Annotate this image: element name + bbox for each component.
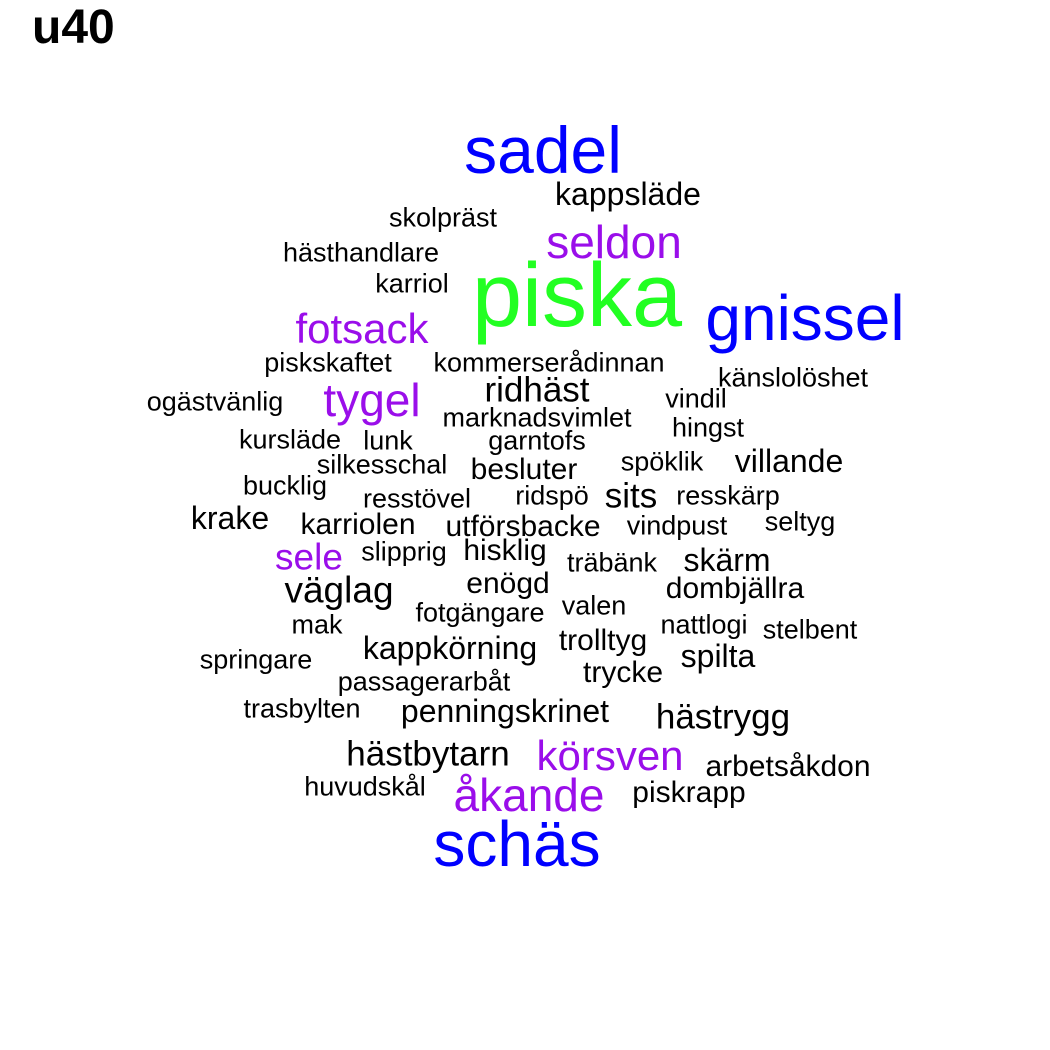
word: huvudskål (304, 771, 426, 802)
word: utförsbacke (445, 510, 601, 543)
word: väglag (284, 569, 394, 611)
word: karriolen (300, 508, 416, 541)
word: villande (734, 443, 844, 479)
word: slipprig (361, 536, 447, 567)
word: hästhandlare (282, 237, 440, 268)
word: hingst (671, 412, 745, 443)
word: kappsläde (555, 176, 701, 212)
word: träbänk (566, 547, 658, 578)
word: ridspö (515, 480, 589, 511)
word: tygel (323, 374, 421, 426)
word: schäs (433, 808, 601, 880)
word: trycke (582, 656, 664, 689)
word: karriol (375, 268, 449, 299)
word: valen (561, 590, 627, 621)
word: vindil (665, 383, 727, 414)
word: fotsack (295, 305, 429, 352)
word: kursläde (238, 424, 342, 455)
word: marknadsvimlet (442, 402, 632, 433)
word: sits (604, 476, 658, 516)
word: spöklik (620, 446, 704, 477)
word: sadel (464, 113, 622, 187)
word: hästbytarn (346, 734, 510, 774)
word: seltyg (764, 506, 836, 537)
word: lunk (363, 425, 413, 456)
word: piskrapp (632, 776, 746, 809)
word: gnissel (705, 282, 905, 354)
word: hisklig (463, 534, 547, 567)
word: ridhäst (484, 370, 590, 410)
word: skolpräst (388, 202, 498, 233)
word: sele (275, 536, 343, 578)
page-title: u40 (32, 1, 115, 54)
word: känslolöshet (717, 362, 869, 393)
word: piskskaftet (264, 347, 392, 378)
word: mak (291, 609, 343, 640)
word: seldon (546, 216, 682, 268)
word: trolltyg (558, 624, 648, 657)
word: hästrygg (655, 697, 791, 737)
word: kommerserådinnan (433, 347, 665, 378)
word: resstövel (362, 483, 472, 514)
word: krake (190, 500, 270, 536)
word: garntofs (488, 425, 586, 456)
word: kappkörning (362, 630, 538, 666)
word: spilta (680, 638, 756, 674)
word: ogästvänlig (146, 386, 284, 417)
word: passagerarbåt (337, 666, 511, 697)
word: stelbent (762, 614, 858, 645)
word: silkesschal (316, 449, 448, 480)
word: besluter (470, 453, 578, 486)
word: bucklig (242, 470, 328, 501)
word: fotgängare (415, 597, 545, 628)
word: nattlogi (660, 609, 748, 640)
word: vindpust (626, 510, 728, 541)
word: åkande (453, 769, 605, 821)
word: piska (471, 246, 683, 346)
word: resskärp (676, 480, 780, 511)
word: trasbylten (243, 693, 361, 724)
word: dombjällra (665, 572, 805, 605)
word: skärm (683, 542, 771, 578)
word: arbetsåkdon (705, 750, 871, 783)
word: springare (199, 644, 313, 675)
word: penningskrinet (400, 693, 610, 729)
word: enögd (466, 567, 550, 600)
word: körsven (536, 732, 684, 779)
